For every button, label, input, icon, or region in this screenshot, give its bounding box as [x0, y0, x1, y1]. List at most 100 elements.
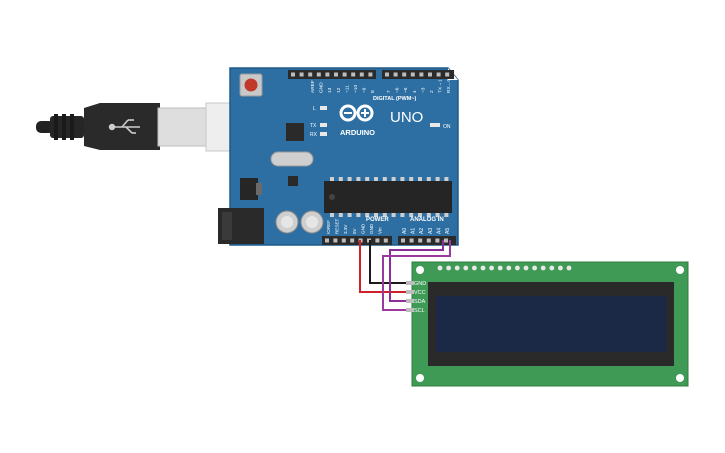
- lcd-i2c-pin[interactable]: [406, 290, 414, 294]
- mount-hole: [416, 374, 424, 382]
- wire-a5-to-scl[interactable]: [382, 240, 451, 311]
- lcd-header-pin: [437, 265, 443, 271]
- reset-button[interactable]: [239, 73, 263, 97]
- digital-pin-hole[interactable]: [308, 72, 313, 77]
- digital-pin-hole[interactable]: [316, 72, 321, 77]
- mount-hole: [676, 374, 684, 382]
- small-chip: [288, 176, 298, 186]
- lcd-i2c-pin[interactable]: [406, 308, 414, 312]
- digital-pin-hole[interactable]: [299, 72, 304, 77]
- pin-label: ~11: [344, 85, 350, 93]
- pin-label: IOREF: [326, 220, 331, 234]
- digital-pin-hole[interactable]: [419, 72, 424, 77]
- lcd-header-pin: [558, 265, 563, 271]
- pin-label: A0: [402, 228, 408, 234]
- power-pin-hole[interactable]: [350, 238, 355, 243]
- lcd-header-pin: [523, 265, 529, 271]
- lcd-header-pin: [506, 265, 512, 271]
- pin-label: ~9: [362, 87, 368, 93]
- digital-pin-hole[interactable]: [291, 72, 295, 77]
- chip-pin: [374, 213, 378, 217]
- digital-pin-hole[interactable]: [351, 72, 356, 77]
- digital-pin-hole[interactable]: [359, 72, 364, 77]
- analog-pin-hole[interactable]: [426, 238, 431, 243]
- analog-pin-hole[interactable]: [418, 238, 423, 243]
- chip-pin: [374, 177, 378, 181]
- led-tx-label: TX: [310, 123, 317, 129]
- digital-pin-hole[interactable]: [436, 72, 441, 77]
- digital-pin-hole[interactable]: [410, 72, 415, 77]
- analog-pin-hole[interactable]: [409, 238, 414, 243]
- digital-pin-hole[interactable]: [368, 72, 373, 77]
- digital-pin-hole[interactable]: [325, 72, 330, 77]
- pin-label: RESET: [335, 218, 340, 234]
- led-rx-label: RX: [310, 132, 318, 138]
- digital-header-left: [288, 70, 376, 79]
- pin-label: A3: [428, 228, 434, 234]
- chip-pin: [391, 177, 396, 181]
- digital-pin-hole[interactable]: [393, 72, 398, 77]
- chip-pin: [426, 177, 431, 181]
- pin-label: RX←0: [446, 79, 452, 93]
- lcd-header-pin: [454, 265, 460, 271]
- lcd-screen: [436, 296, 666, 352]
- lcd-pin-label: SDA: [414, 299, 426, 305]
- digital-pin-hole[interactable]: [428, 72, 432, 77]
- pin-label: ~6: [395, 87, 401, 93]
- digital-pin-hole[interactable]: [342, 72, 347, 77]
- pin-label: A1: [411, 228, 417, 234]
- analog-pin-hole[interactable]: [401, 238, 405, 243]
- analog-pin-hole[interactable]: [444, 238, 448, 243]
- lcd-header-pin: [463, 265, 469, 271]
- wire-5v-to-vcc[interactable]: [359, 240, 412, 293]
- analog-pin-hole[interactable]: [435, 238, 440, 243]
- power-pin-hole[interactable]: [325, 238, 329, 243]
- lcd-i2c-pin[interactable]: [406, 299, 414, 303]
- lcd-header-pin: [549, 265, 555, 271]
- chip-pin: [382, 213, 387, 217]
- lcd-header-pin: [472, 265, 477, 271]
- power-pin-hole[interactable]: [383, 238, 388, 243]
- power-pin-hole[interactable]: [375, 238, 380, 243]
- digital-header-right: [382, 70, 454, 79]
- pin-label: 5V: [352, 227, 357, 234]
- usb-chip: [286, 123, 304, 141]
- wire-gnd-to-gnd[interactable]: [369, 240, 412, 284]
- pin-label: A5: [445, 228, 451, 234]
- voltage-regulator: [240, 178, 258, 200]
- pin-label: AREF: [310, 80, 316, 93]
- chip-pin: [409, 177, 414, 181]
- led-on: [430, 123, 440, 127]
- chip-pin: [391, 213, 396, 217]
- lcd-header-pin: [540, 265, 546, 271]
- digital-pin-hole[interactable]: [402, 72, 407, 77]
- model-label: UNO: [390, 109, 423, 126]
- chip-pin: [418, 177, 422, 181]
- pin-label: GND: [369, 223, 374, 234]
- lcd-header-pin: [532, 265, 537, 271]
- wires: [359, 240, 451, 311]
- mount-hole: [676, 266, 684, 274]
- digital-pin-hole[interactable]: [334, 72, 338, 77]
- lcd-i2c-pin[interactable]: [406, 281, 414, 285]
- chip-pin: [356, 213, 361, 217]
- pin-label: ~10: [353, 85, 359, 93]
- led-tx: [320, 123, 327, 127]
- pin-label: 4: [412, 90, 418, 93]
- pin-label: TX→1: [438, 79, 444, 93]
- chip-pin: [382, 177, 387, 181]
- power-pin-hole[interactable]: [341, 238, 346, 243]
- power-pin-hole[interactable]: [333, 238, 338, 243]
- wire-a4-to-sda[interactable]: [389, 240, 444, 302]
- power-header-label: POWER: [366, 217, 389, 223]
- digital-pin-hole[interactable]: [445, 72, 450, 77]
- brand-label: ARDUINO: [340, 128, 375, 137]
- pin-label: 7: [386, 90, 392, 93]
- power-jack[interactable]: [218, 208, 264, 244]
- lcd-pin-label: VCC: [414, 290, 426, 296]
- usb-symbol-icon: [108, 119, 140, 134]
- digital-pin-hole[interactable]: [385, 72, 389, 77]
